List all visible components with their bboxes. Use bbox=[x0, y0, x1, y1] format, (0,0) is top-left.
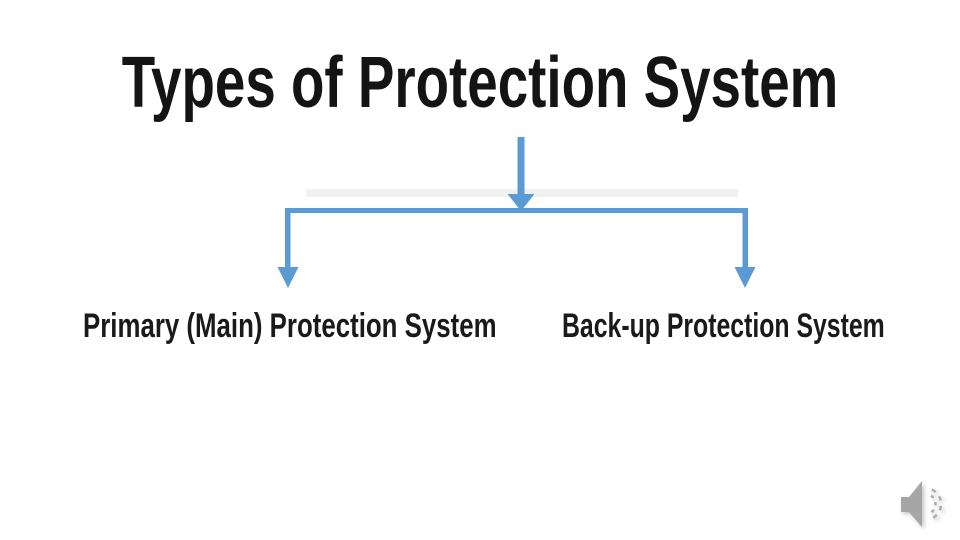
left-arrow-head bbox=[277, 267, 299, 288]
center-arrow-shaft bbox=[517, 137, 525, 196]
center-arrow-head bbox=[507, 194, 535, 211]
branch-label-primary: Primary (Main) Protection System bbox=[83, 307, 497, 345]
branch-label-backup: Back-up Protection System bbox=[562, 307, 885, 345]
slide-title: Types of Protection System bbox=[121, 43, 839, 123]
left-arrow-shaft bbox=[285, 208, 291, 269]
audio-speaker-icon[interactable] bbox=[895, 474, 953, 538]
right-arrow-head bbox=[734, 267, 756, 288]
speaker-horn-shape bbox=[901, 481, 922, 527]
right-arrow-shaft bbox=[742, 208, 748, 269]
branch-horizontal-bar bbox=[285, 208, 748, 213]
speaker-wave-outer bbox=[931, 488, 943, 520]
speaker-wave-inner bbox=[930, 494, 937, 514]
